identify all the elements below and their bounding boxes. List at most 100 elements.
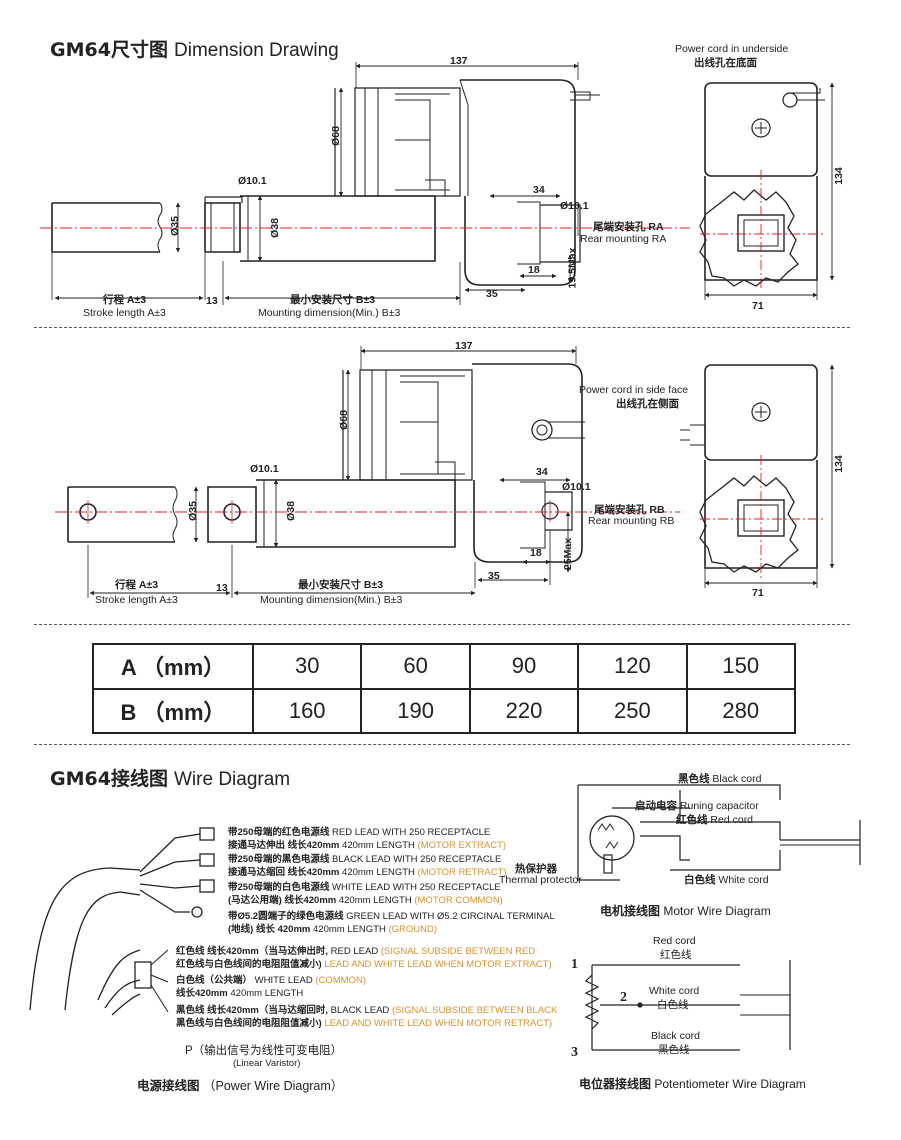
signal-white-line2: 线长420mm 420mm LENGTH [176, 988, 304, 999]
table-cell: 280 [685, 687, 797, 734]
signal-red-line2: 红色线与白色线间的电阻阻值减小) LEAD AND WHITE LEAD WHE… [176, 959, 552, 970]
signal-black-line1: 黑色线 线长420mm（当马达缩回时, BLACK LEAD (SIGNAL S… [176, 1005, 558, 1016]
power-wire-cable [29, 827, 215, 1016]
power-cord-en: Power cord in underside [675, 43, 789, 55]
mount-label-en: Mounting dimension(Min.) B±3 [258, 307, 401, 319]
motor-black-cord: 黑色线 Black cord [678, 773, 762, 785]
dim-10-1: Ø10.1 [238, 175, 267, 187]
lead-green-line1: 带Ø5.2圆端子的绿色电源线 GREEN LEAD WITH Ø5.2 CIRC… [228, 911, 555, 922]
dim-10-1: Ø10.1 [250, 463, 279, 475]
power-cord-cn: 出线孔在侧面 [616, 398, 679, 410]
divider [34, 744, 850, 745]
row-b-label: B （mm） [92, 687, 254, 734]
pot-red-cord-cn: 红色线 [660, 949, 692, 961]
dim-71: 71 [752, 587, 764, 599]
dim-10-1-rear: Ø10.1 [562, 481, 591, 493]
potentiometer-wire-circuit [584, 960, 791, 1051]
pot-terminal-1: 1 [571, 957, 578, 972]
table-cell: 190 [360, 687, 471, 734]
pot-white-cord-en: White cord [649, 985, 700, 997]
dim-137: 137 [450, 55, 468, 67]
dim-10-1-rear: Ø10.1 [560, 200, 589, 212]
signal-red-line1: 红色线 线长420mm（当马达伸出时, RED LEAD (SIGNAL SUB… [176, 946, 536, 957]
signal-white-line1: 白色线（公共端） WHITE LEAD (COMMON) [176, 975, 367, 986]
actuator-end-view-top [699, 82, 825, 287]
dim-68: Ø68 [337, 410, 350, 430]
divider [34, 624, 850, 625]
mount-label-cn: 最小安装尺寸 B±3 [298, 579, 384, 591]
mount-label-cn: 最小安装尺寸 B±3 [290, 294, 376, 306]
table-cell: 150 [685, 643, 797, 690]
lead-red-line2: 接通马达伸出 线长420mm 420mm LENGTH (MOTOR EXTRA… [228, 840, 507, 851]
table-cell: 120 [577, 643, 688, 690]
pot-wire-caption: 电位器接线图 Potentiometer Wire Diagram [579, 1077, 806, 1091]
dim-68: Ø68 [329, 126, 342, 146]
rear-mount-en: Rear mounting RA [580, 233, 667, 245]
motor-white-cord: 白色线 White cord [684, 874, 769, 886]
power-wire-caption: 电源接线图 （Power Wire Diagram） [137, 1079, 344, 1093]
dim-18: 18 [528, 264, 540, 276]
dim-137: 137 [455, 340, 473, 352]
pot-terminal-2: 2 [620, 990, 627, 1005]
pot-white-cord-cn: 白色线 [657, 999, 689, 1011]
rear-mount-cn: 尾端安装孔 RB [594, 504, 665, 516]
pot-black-cord-cn: 黑色线 [658, 1044, 690, 1056]
dim-34: 34 [536, 466, 548, 478]
dim-134: 134 [832, 455, 845, 473]
signal-black-line2: 黑色线与白色线间的电阻阻值减小) LEAD AND WHITE LEAD WHE… [176, 1018, 553, 1029]
power-cord-cn: 出线孔在底面 [694, 57, 757, 69]
stroke-label-cn: 行程 A±3 [115, 579, 159, 591]
lead-black-line1: 带250母端的黑色电源线 BLACK LEAD WITH 250 RECEPTA… [228, 854, 502, 865]
mount-label-en: Mounting dimension(Min.) B±3 [260, 594, 403, 606]
table-cell: 30 [251, 643, 363, 690]
dim-35-bottom: 35 [488, 570, 500, 582]
dim-38: Ø38 [268, 218, 281, 238]
dim-35: Ø35 [186, 501, 199, 521]
dim-134: 134 [832, 167, 845, 185]
lead-white-line2: (马达公用端) 线长420mm 420mm LENGTH (MOTOR COMM… [228, 895, 503, 906]
lead-green-line2: (地线) 线长 420mm 420mm LENGTH (GROUND) [228, 924, 438, 935]
motor-capacitor: 启动电容 Runing capacitor [635, 800, 759, 812]
lead-red-line1: 带250母端的红色电源线 RED LEAD WITH 250 RECEPTACL… [228, 827, 491, 838]
dim-25max: 25Max [562, 537, 575, 571]
table-row: B （mm） 160 190 220 250 280 [92, 687, 797, 734]
dim-35: Ø35 [168, 216, 181, 236]
wire-title: GM64接线图 Wire Diagram [50, 768, 291, 790]
row-a-label: A （mm） [92, 643, 254, 690]
rear-mount-en: Rear mounting RB [588, 515, 675, 527]
pot-terminal-3: 3 [571, 1045, 578, 1060]
thermal-protector-en: Thermal protector [499, 874, 582, 886]
motor-red-cord: 红色线 Red cord [676, 814, 754, 826]
dim-19-5max: 19.5Max [566, 247, 579, 289]
actuator-side-view-bottom [67, 363, 585, 563]
actuator-end-view-bottom [680, 364, 818, 573]
dim-34: 34 [533, 184, 545, 196]
dim-35-bottom: 35 [486, 288, 498, 300]
power-cord-en: Power cord in side face [579, 384, 689, 396]
divider [34, 327, 850, 328]
actuator-side-view-top [51, 79, 600, 286]
table-cell: 60 [360, 643, 471, 690]
pot-red-cord-en: Red cord [653, 935, 696, 947]
pot-black-cord-en: Black cord [651, 1030, 701, 1042]
stroke-dimension-table: A （mm） 30 60 90 120 150 B （mm） 160 190 2… [92, 643, 797, 734]
varistor-label-en: (Linear Varistor) [233, 1058, 301, 1069]
dim-18: 18 [530, 547, 542, 559]
table-cell: 250 [577, 687, 688, 734]
motor-wire-caption: 电机接线图 Motor Wire Diagram [600, 904, 771, 918]
dim-13: 13 [216, 582, 228, 594]
dim-13: 13 [206, 295, 218, 307]
table-cell: 160 [251, 687, 363, 734]
stroke-label-en: Stroke length A±3 [83, 307, 166, 319]
lead-white-line1: 带250母端的白色电源线 WHITE LEAD WITH 250 RECEPTA… [228, 882, 501, 893]
lead-black-line2: 接通马达缩回 线长420mm 420mm LENGTH (MOTOR RETRA… [228, 867, 507, 878]
dim-38: Ø38 [284, 501, 297, 521]
rear-mount-cn: 尾端安装孔 RA [593, 221, 664, 233]
table-cell: 90 [468, 643, 580, 690]
thermal-protector-cn: 热保护器 [515, 863, 557, 875]
varistor-label-cn: P（输出信号为线性可变电阻） [185, 1045, 343, 1057]
dim-71: 71 [752, 300, 764, 312]
stroke-label-cn: 行程 A±3 [103, 294, 147, 306]
motor-wire-circuit [577, 784, 861, 881]
